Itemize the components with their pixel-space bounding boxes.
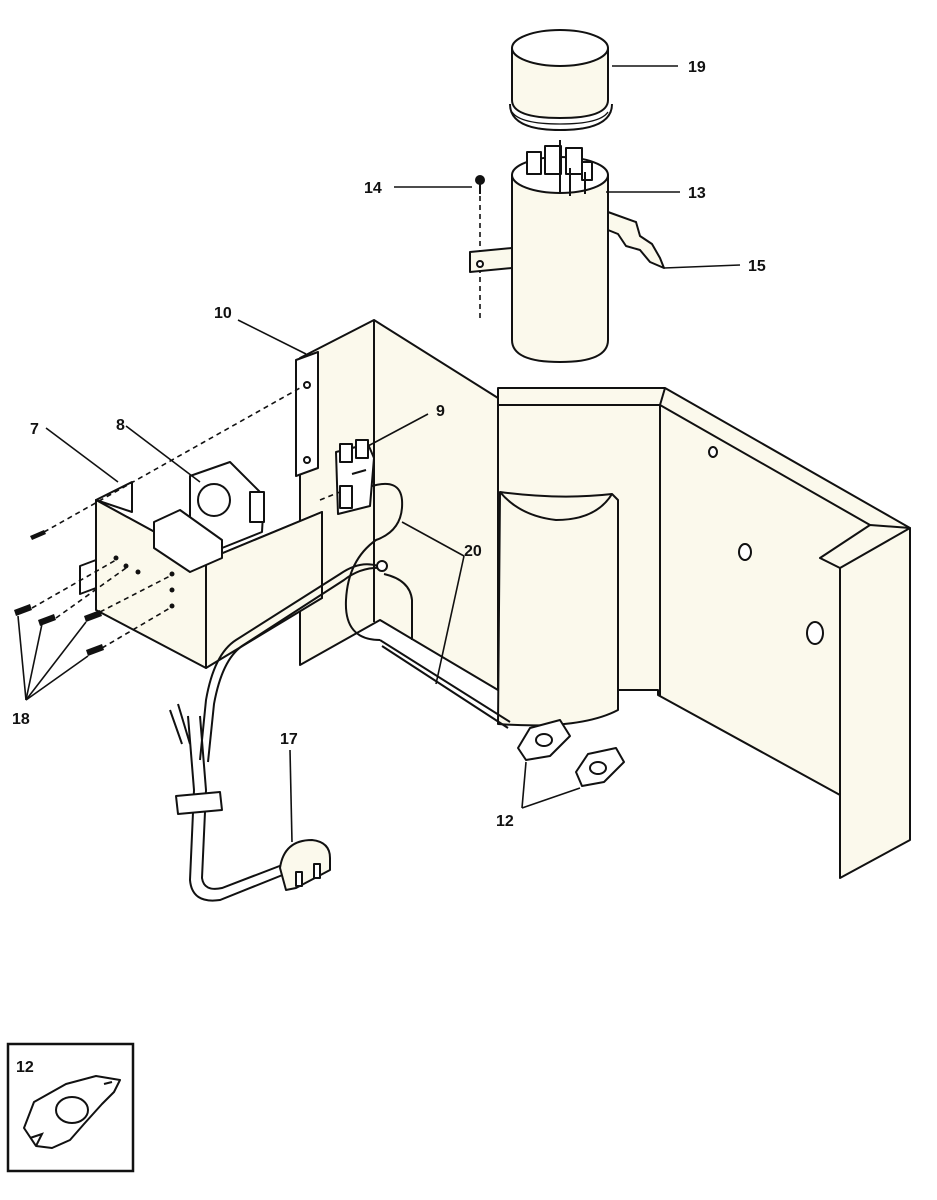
control-panel bbox=[295, 319, 499, 691]
power-cord bbox=[169, 703, 291, 902]
leader-7 bbox=[45, 427, 119, 483]
terminal-block bbox=[335, 439, 375, 515]
leader-15 bbox=[663, 264, 741, 269]
leader-18 bbox=[17, 615, 89, 701]
screws-set bbox=[14, 530, 104, 656]
curved-shroud bbox=[497, 491, 619, 727]
inset-clip-detail bbox=[23, 1075, 121, 1149]
retaining-clip-1 bbox=[517, 719, 571, 761]
callout-9: 9 bbox=[436, 403, 445, 420]
inset-label: 12 bbox=[16, 1059, 34, 1076]
retaining-clip-2 bbox=[575, 747, 625, 787]
control-box bbox=[79, 481, 323, 669]
leader-9 bbox=[367, 413, 429, 447]
callout-19: 19 bbox=[688, 59, 706, 76]
capacitor-strap bbox=[607, 211, 665, 269]
callout-15: 15 bbox=[748, 258, 766, 275]
capacitor-bracket bbox=[469, 247, 513, 273]
power-plug bbox=[279, 839, 331, 891]
wiring-harness bbox=[199, 482, 511, 763]
callout-7: 7 bbox=[30, 421, 39, 438]
callout-20: 20 bbox=[464, 543, 482, 560]
callout-13: 13 bbox=[688, 185, 706, 202]
callout-17: 17 bbox=[280, 731, 298, 748]
inset-detail-box: 12 bbox=[6, 1042, 135, 1173]
selector-switch bbox=[153, 461, 265, 573]
leader-20 bbox=[401, 521, 465, 685]
callout-14: 14 bbox=[364, 180, 382, 197]
leader-10 bbox=[237, 319, 307, 355]
leader-17 bbox=[289, 749, 293, 843]
callout-18: 18 bbox=[12, 711, 30, 728]
callout-10: 10 bbox=[214, 305, 232, 322]
callout-12: 12 bbox=[496, 813, 514, 830]
run-capacitor bbox=[511, 140, 609, 363]
mounting-screw bbox=[475, 175, 485, 318]
callout-8: 8 bbox=[116, 417, 125, 434]
leader-12 bbox=[521, 761, 581, 809]
leader-8 bbox=[125, 425, 201, 483]
capacitor-cap bbox=[509, 29, 613, 132]
